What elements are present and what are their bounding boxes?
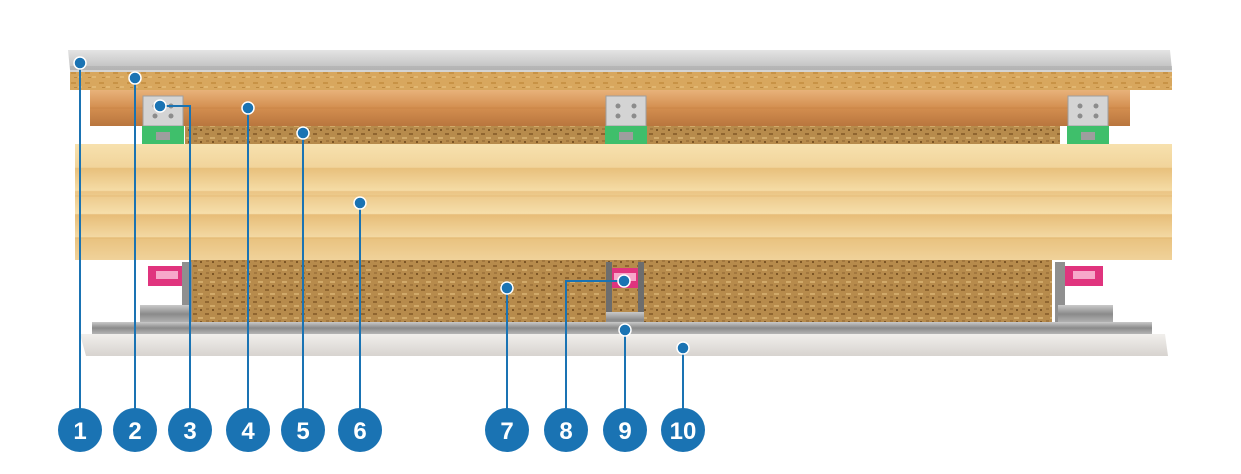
callout-label-3: 3 xyxy=(183,418,196,445)
callout-badge-9: 9 xyxy=(603,408,647,452)
callout-label-2: 2 xyxy=(128,418,141,445)
callout-badge-2: 2 xyxy=(113,408,157,452)
anchor-dot-3 xyxy=(153,99,167,113)
callout-badge-8: 8 xyxy=(544,408,588,452)
upper-bracket-middle xyxy=(605,95,647,146)
leader-line-8 xyxy=(565,280,624,412)
callout-label-1: 1 xyxy=(73,418,86,445)
callout-label-10: 10 xyxy=(670,418,697,445)
anchor-dot-7 xyxy=(500,281,514,295)
anchor-dot-4 xyxy=(241,101,255,115)
callout-badge-7: 7 xyxy=(485,408,529,452)
callout-badges: 1 2 3 4 5 6 7 8 xyxy=(58,408,705,452)
lower-hanger-left xyxy=(140,262,192,324)
callout-label-9: 9 xyxy=(618,418,631,445)
anchor-dot-2 xyxy=(128,71,142,85)
anchor-dot-5 xyxy=(296,126,310,140)
callout-badge-10: 10 xyxy=(661,408,705,452)
callout-label-7: 7 xyxy=(500,418,513,445)
anchor-dot-8 xyxy=(617,274,631,288)
callout-badge-3: 3 xyxy=(168,408,212,452)
anchor-dots xyxy=(73,56,690,355)
callout-label-6: 6 xyxy=(353,418,366,445)
leader-lines xyxy=(79,63,684,412)
callout-badge-5: 5 xyxy=(281,408,325,452)
callout-badge-1: 1 xyxy=(58,408,102,452)
lower-hanger-right xyxy=(1055,262,1113,324)
anchor-dot-10 xyxy=(676,341,690,355)
clt-slab-layer xyxy=(75,144,1172,260)
top-screed-layer xyxy=(68,50,1172,72)
callout-label-5: 5 xyxy=(296,418,309,445)
upper-bracket-right xyxy=(1067,95,1109,146)
anchor-dot-1 xyxy=(73,56,87,70)
anchor-dot-9 xyxy=(618,323,632,337)
callout-label-8: 8 xyxy=(559,418,572,445)
callout-label-4: 4 xyxy=(241,418,255,445)
callout-badge-6: 6 xyxy=(338,408,382,452)
osb-board-layer xyxy=(70,72,1172,90)
leader-line-3 xyxy=(160,105,191,412)
callout-badge-4: 4 xyxy=(226,408,270,452)
anchor-dot-6 xyxy=(353,196,367,210)
